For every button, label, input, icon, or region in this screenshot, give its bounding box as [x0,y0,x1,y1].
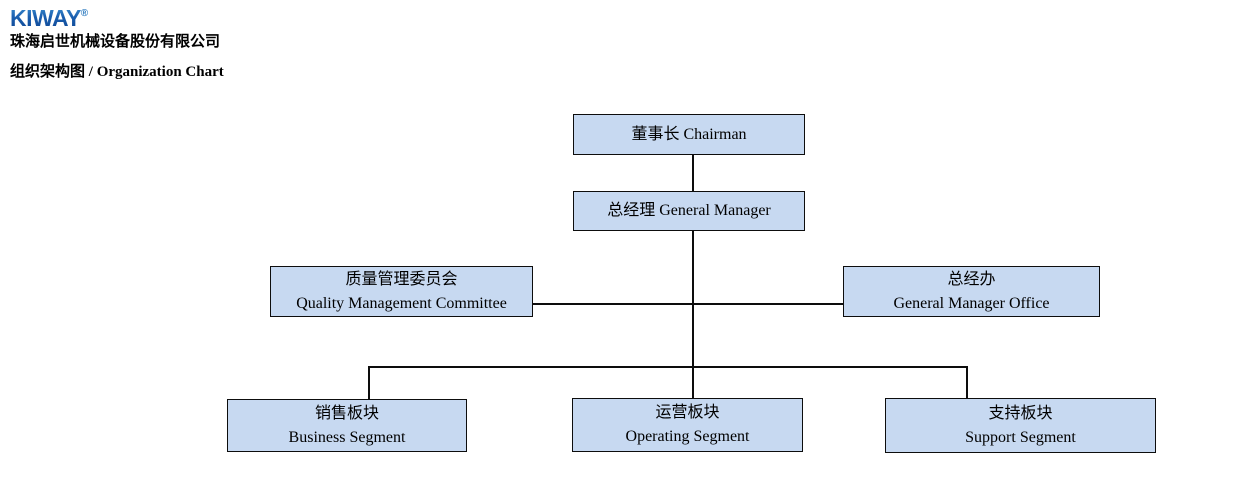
connector-drop-business [368,366,370,400]
org-node-gm-office-zh: 总经办 [947,270,996,288]
registered-trademark-icon: ® [80,8,89,19]
org-node-quality-committee-en: Quality Management Committee [296,294,507,312]
org-node-quality-committee: 质量管理委员会 Quality Management Committee [270,266,533,317]
org-node-gm-office-en: General Manager Office [893,294,1050,312]
org-node-general-manager-label: 总经理 General Manager [607,202,771,219]
org-node-chairman: 董事长 Chairman [573,114,805,155]
company-name: 珠海启世机械设备股份有限公司 [10,33,221,50]
org-node-operating-segment: 运营板块 Operating Segment [572,398,803,452]
logo-wordmark: KIWAY [10,5,81,31]
org-node-gm-office: 总经办 General Manager Office [843,266,1100,317]
connector-staff-crossbar [533,303,844,305]
connector-segments-crossbar [368,366,968,368]
kiway-logo: KIWAY® [10,2,88,30]
org-node-support-segment: 支持板块 Support Segment [885,398,1156,453]
org-node-support-segment-zh: 支持板块 [988,404,1053,422]
org-node-general-manager: 总经理 General Manager [573,191,805,231]
connector-drop-support [966,366,968,400]
org-node-chairman-label: 董事长 Chairman [631,125,747,143]
page-title: 组织架构图 / Organization Chart [10,63,224,81]
org-node-business-segment-zh: 销售板块 [314,404,379,422]
org-node-business-segment-en: Business Segment [288,428,406,446]
page-title-separator: / [85,64,97,80]
page-title-zh: 组织架构图 [10,63,86,80]
org-node-operating-segment-en: Operating Segment [625,428,750,445]
org-node-operating-segment-zh: 运营板块 [655,404,720,421]
connector-chairman-to-gm [692,155,694,192]
org-node-business-segment: 销售板块 Business Segment [227,399,467,452]
connector-gm-trunk [692,231,694,399]
page-title-en: Organization Chart [96,64,224,80]
org-node-support-segment-en: Support Segment [965,428,1076,446]
org-node-quality-committee-zh: 质量管理委员会 [345,270,458,288]
